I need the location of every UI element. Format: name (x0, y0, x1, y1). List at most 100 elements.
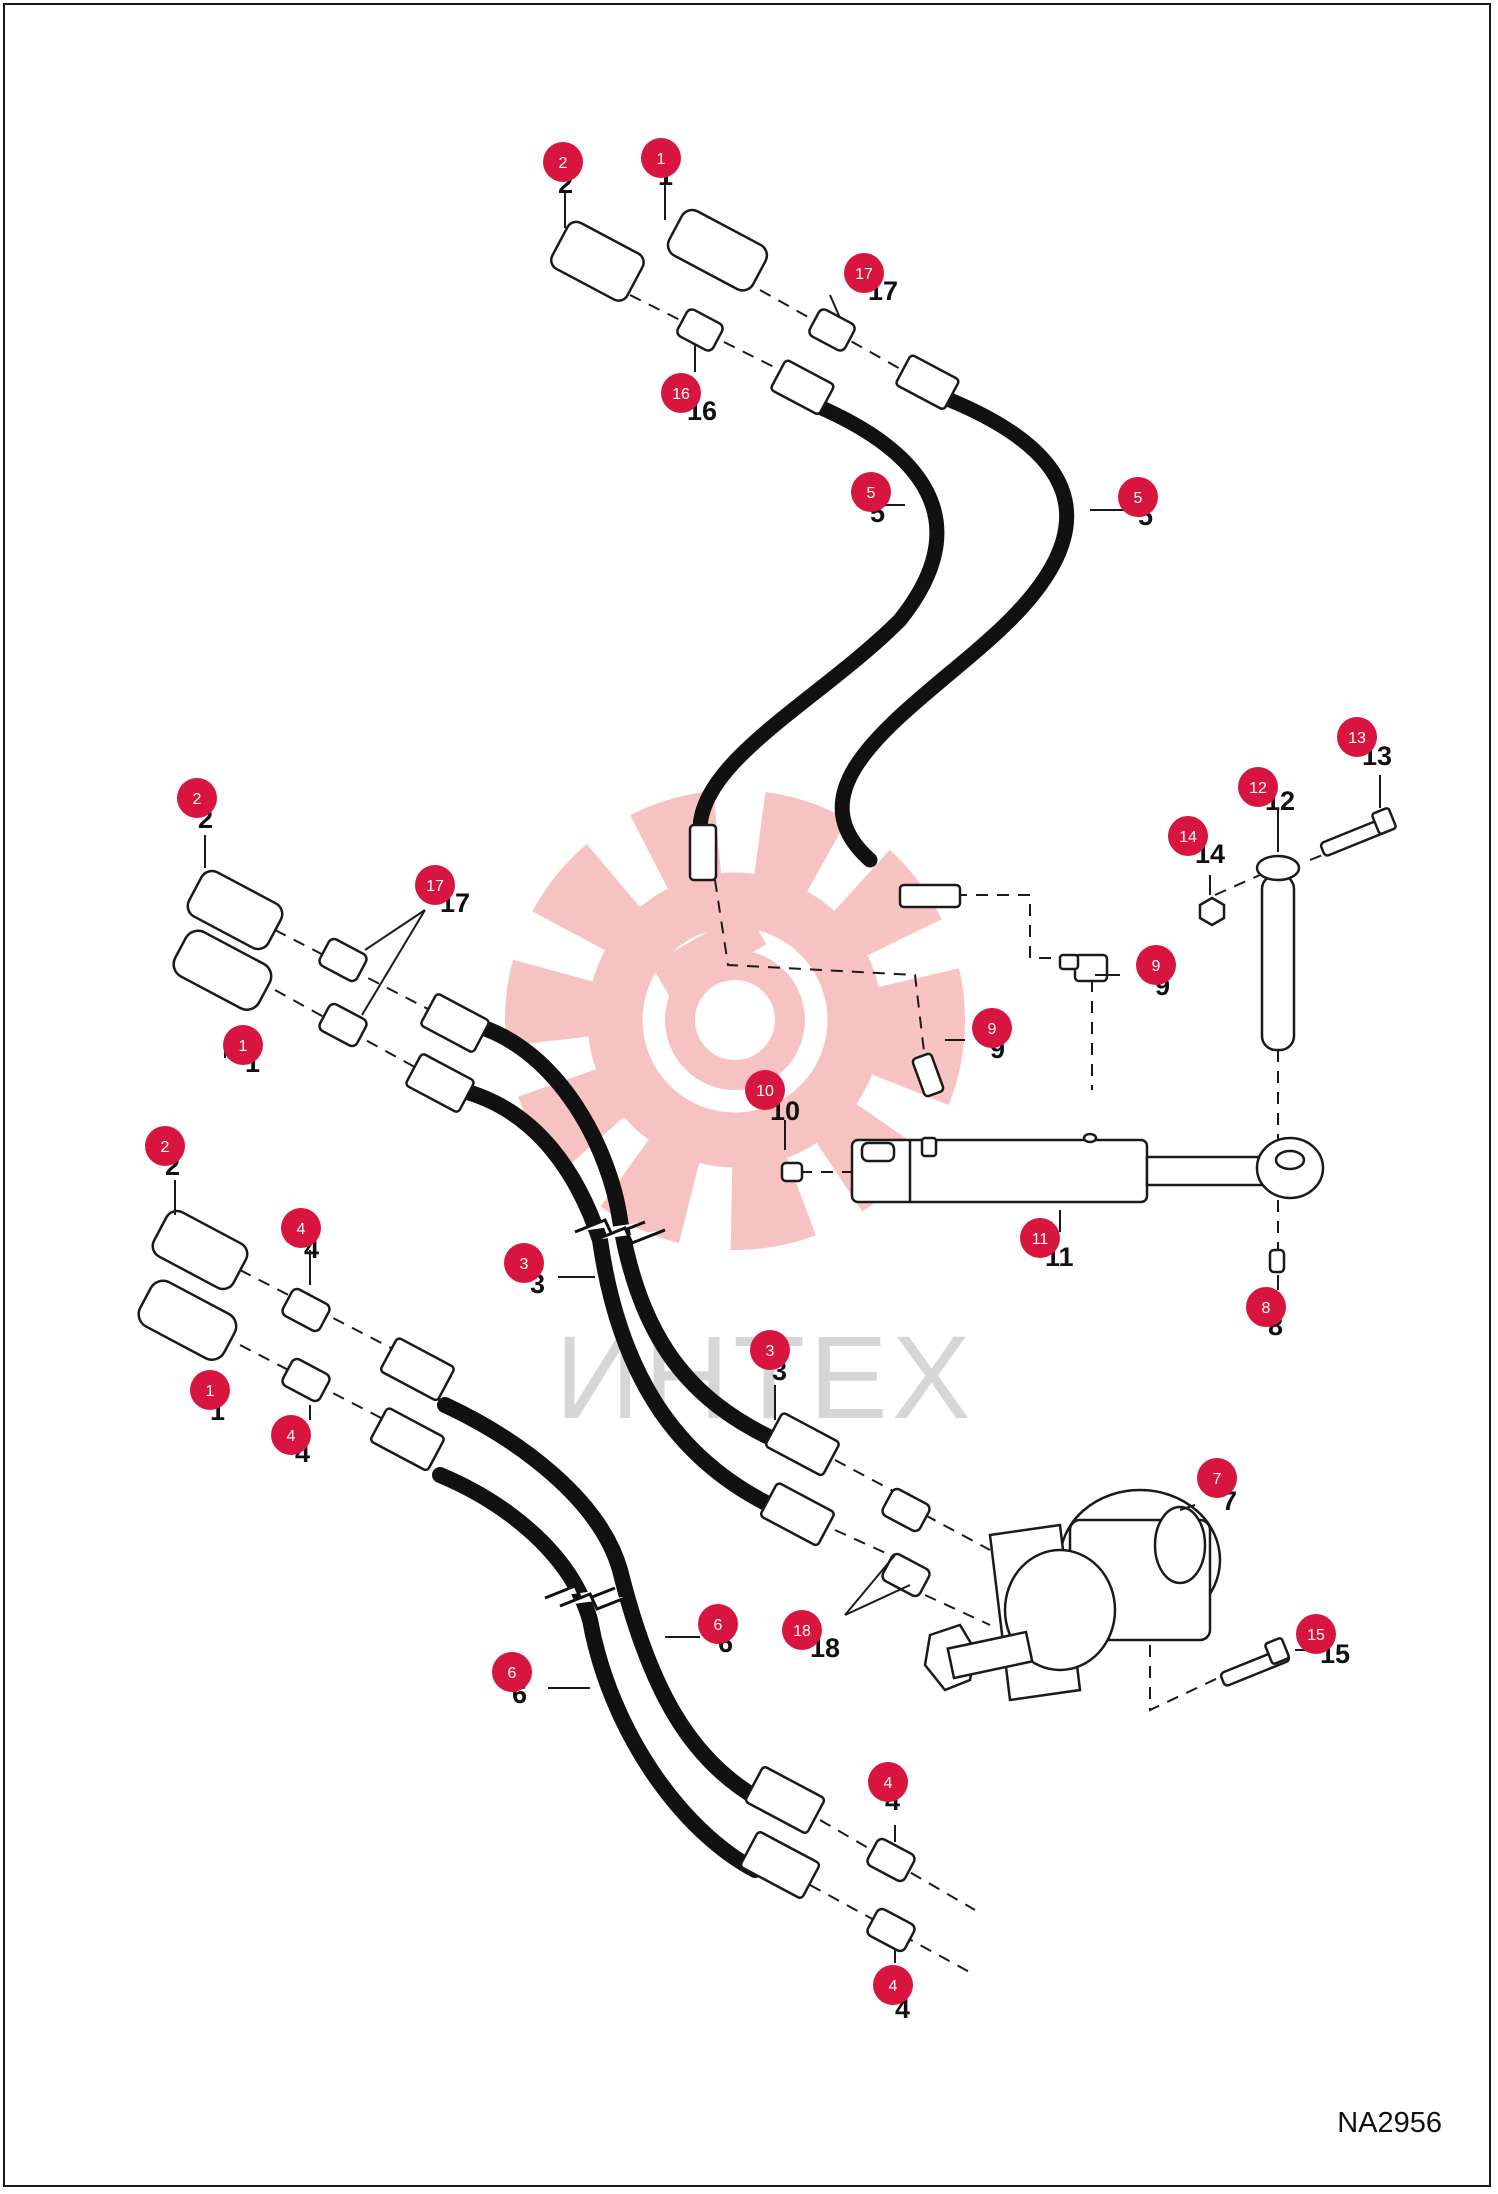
hose-end-6-lower (369, 1407, 445, 1472)
adapter-18-lower (881, 1552, 931, 1598)
callout-3: 3 (504, 1243, 544, 1283)
svg-text:12: 12 (1249, 780, 1267, 797)
hoses (432, 392, 1075, 1878)
callout-12: 12 (1238, 767, 1278, 807)
hose-end-3-upper (420, 993, 490, 1053)
svg-text:11: 11 (1032, 1231, 1049, 1248)
callout-7: 7 (1197, 1458, 1237, 1498)
callout-1: 1 (641, 138, 681, 178)
hose-break-marks (544, 1218, 666, 1611)
drawing-id: NA2956 (1337, 2107, 1442, 2139)
svg-text:3: 3 (520, 1256, 529, 1273)
callout-18: 18 (782, 1610, 822, 1650)
hose-end-3-upper-motor (764, 1412, 840, 1477)
callout-6: 6 (698, 1604, 738, 1644)
adapter-17-top (808, 308, 856, 352)
callout-4: 4 (281, 1208, 321, 1248)
callout-5: 5 (851, 472, 891, 512)
svg-text:16: 16 (672, 386, 690, 403)
callout-17: 17 (415, 865, 455, 905)
svg-text:4: 4 (287, 1428, 296, 1445)
hydraulic-motor-7 (923, 1488, 1222, 1702)
hose-end-3-lower (405, 1053, 475, 1113)
callout-11: 11 (1020, 1218, 1060, 1258)
svg-text:5: 5 (867, 485, 876, 502)
callout-6: 6 (492, 1652, 532, 1692)
adapter-4-lower-bottom (866, 1907, 916, 1953)
hose-6-lower (432, 1467, 763, 1878)
fittings (137, 208, 1286, 1953)
hose-end-3-lower-motor (759, 1482, 835, 1547)
svg-text:1: 1 (206, 1383, 215, 1400)
svg-text:10: 10 (756, 1083, 774, 1100)
callout-2: 2 (543, 142, 583, 182)
adapter-17-upper (318, 937, 368, 983)
callout-13: 13 (1337, 717, 1377, 757)
svg-text:17: 17 (426, 878, 444, 895)
svg-text:4: 4 (297, 1221, 306, 1238)
callout-9: 9 (1136, 945, 1176, 985)
svg-text:2: 2 (559, 155, 568, 172)
hose-end-6-lower-bottom (739, 1831, 821, 1899)
adapter-4-upper-left (281, 1287, 331, 1333)
leader-lines (174, 175, 1381, 1963)
adapter-17-lower (318, 1002, 368, 1048)
svg-text:3: 3 (766, 1343, 775, 1360)
svg-text:2: 2 (193, 791, 202, 808)
callout-3: 3 (750, 1330, 790, 1370)
svg-text:15: 15 (1307, 1627, 1325, 1644)
bolt-15 (1219, 1637, 1291, 1687)
callout-14: 14 (1168, 816, 1208, 856)
adapter-4-lower-left (281, 1357, 331, 1403)
callout-9: 9 (972, 1008, 1012, 1048)
callout-17: 17 (844, 253, 884, 293)
elbow-fitting-10 (780, 1161, 804, 1183)
hose-6-upper (437, 1397, 768, 1808)
hose-5-left (692, 397, 945, 838)
svg-text:4: 4 (884, 1775, 893, 1792)
callout-16: 16 (661, 373, 701, 413)
hydraulic-cylinder-11 (850, 1132, 1325, 1204)
hose-end-6-upper (379, 1337, 455, 1402)
svg-text:7: 7 (1213, 1471, 1222, 1488)
callout-1: 1 (190, 1370, 230, 1410)
coupler-1-top (666, 208, 769, 292)
hose-3-lower (452, 1082, 778, 1513)
svg-text:17: 17 (855, 266, 873, 283)
svg-text:4: 4 (889, 1978, 898, 1995)
svg-text:18: 18 (793, 1623, 811, 1640)
callout-10: 10 (745, 1070, 785, 1110)
svg-text:6: 6 (508, 1665, 517, 1682)
callout-15: 15 (1296, 1614, 1336, 1654)
bolt-13 (1319, 807, 1397, 857)
coupler-1-mid (172, 929, 273, 1011)
adapter-18-upper (881, 1487, 931, 1533)
nut-14 (1198, 896, 1226, 927)
hose-end-6-upper-bottom (744, 1766, 826, 1834)
hose-end-5-left (770, 359, 835, 415)
svg-text:6: 6 (714, 1617, 723, 1634)
callout-2: 2 (177, 778, 217, 818)
svg-text:14: 14 (1179, 829, 1197, 846)
coupler-2-top (549, 220, 645, 302)
callout-2: 2 (145, 1126, 185, 1166)
svg-text:9: 9 (988, 1021, 997, 1038)
coupler-2-mid (186, 869, 284, 951)
hose-end-5-right-lower (898, 883, 962, 909)
pin-12 (1255, 854, 1301, 1052)
callout-4: 4 (868, 1762, 908, 1802)
svg-text:9: 9 (1152, 958, 1161, 975)
hose-3-upper (467, 1017, 783, 1448)
svg-text:1: 1 (657, 151, 666, 168)
elbow-fitting-9-left (911, 1052, 945, 1098)
svg-text:13: 13 (1348, 730, 1366, 747)
page-frame (3, 3, 1491, 2187)
adapter-4-upper-bottom (866, 1837, 916, 1883)
hose-end-5-right (895, 354, 960, 410)
callout-8: 8 (1246, 1287, 1286, 1327)
hose-5-right (834, 392, 1075, 868)
callout-4: 4 (873, 1965, 913, 2005)
coupler-2-low (151, 1209, 249, 1291)
